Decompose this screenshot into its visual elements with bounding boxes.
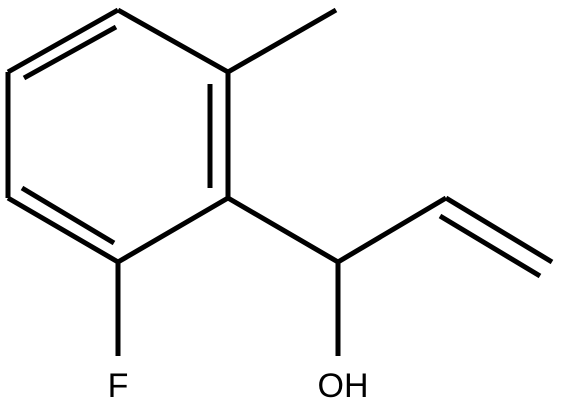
ring-to-carbinol-bond <box>226 195 340 265</box>
vinyl-double-bond-inner <box>438 213 542 279</box>
ring-inner-double-bottom-left <box>20 185 116 246</box>
ring-bond-top <box>116 7 230 75</box>
vinyl-double-bond-outer <box>444 195 554 265</box>
ring-bond-bottom <box>6 195 120 265</box>
ring-bond-upper-left <box>6 7 120 75</box>
ring-bond-lower-right <box>116 195 230 265</box>
ring-inner-double-top-left <box>22 24 118 81</box>
fluorine-atom-label: F <box>108 367 129 405</box>
hydroxyl-group-label: OH <box>318 367 369 405</box>
methyl-bond <box>226 7 338 75</box>
carbinol-to-vinyl-bond <box>336 195 448 265</box>
